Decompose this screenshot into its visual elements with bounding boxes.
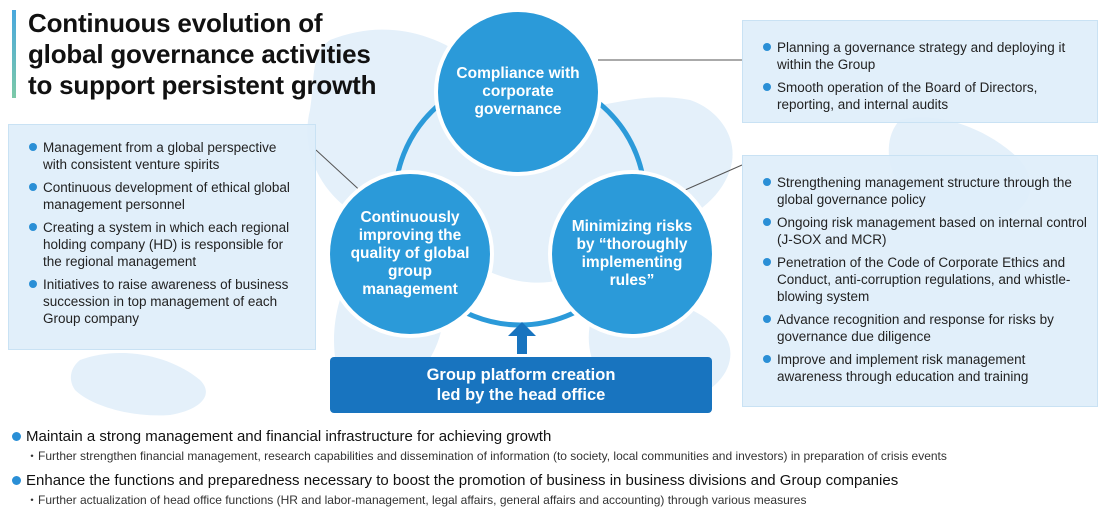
bullet-icon — [763, 83, 771, 91]
title-line-3: to support persistent growth — [28, 70, 377, 100]
title-accent-bar — [12, 10, 16, 98]
bullet-icon — [763, 43, 771, 51]
bullet-icon — [12, 476, 21, 485]
right-panel-governance: Planning a governance strategy and deplo… — [742, 20, 1098, 123]
bullet-icon — [763, 315, 771, 323]
bullet-icon — [763, 355, 771, 363]
list-item: Continuous development of ethical global… — [29, 179, 303, 213]
title-line-1: Continuous evolution of — [28, 8, 323, 38]
bullet-icon — [29, 223, 37, 231]
list-item: Smooth operation of the Board of Directo… — [763, 79, 1087, 113]
bottom-item-main: Maintain a strong management and financi… — [26, 428, 552, 445]
bullet-icon — [29, 280, 37, 288]
bottom-item-sub: ・Further actualization of head office fu… — [26, 493, 807, 507]
title-line-2: global governance activities — [28, 39, 371, 69]
bullet-icon — [29, 143, 37, 151]
page-title: Continuous evolution of global governanc… — [28, 8, 376, 101]
right-panel-risks: Strengthening management structure throu… — [742, 155, 1098, 407]
list-item: Strengthening management structure throu… — [763, 174, 1087, 208]
group-platform-box: Group platform creation led by the head … — [330, 357, 712, 413]
bottom-item-functions: Enhance the functions and preparedness n… — [12, 472, 898, 508]
circle-compliance-label: Compliance with corporate governance — [456, 65, 580, 118]
circle-risks-label: Minimizing risks by “thoroughly implemen… — [571, 218, 693, 289]
bullet-icon — [763, 258, 771, 266]
list-item: Creating a system in which each regional… — [29, 219, 303, 270]
bottom-item-financial: Maintain a strong management and financi… — [12, 428, 947, 464]
bottom-item-sub: ・Further strengthen financial management… — [26, 449, 947, 463]
list-item: Planning a governance strategy and deplo… — [763, 39, 1087, 73]
platform-line-1: Group platform creation — [426, 366, 616, 384]
circle-quality-label: Continuously improving the quality of gl… — [350, 209, 470, 298]
bullet-icon — [763, 178, 771, 186]
list-item: Management from a global perspective wit… — [29, 139, 303, 173]
circle-compliance: Compliance with corporate governance — [438, 12, 598, 172]
bullet-icon — [29, 183, 37, 191]
circle-quality-management: Continuously improving the quality of gl… — [330, 174, 490, 334]
bullet-icon — [12, 432, 21, 441]
list-item: Ongoing risk management based on interna… — [763, 214, 1087, 248]
bullet-icon — [763, 218, 771, 226]
list-item: Improve and implement risk management aw… — [763, 351, 1087, 385]
up-arrow-icon — [508, 322, 536, 354]
list-item: Advance recognition and response for ris… — [763, 311, 1087, 345]
left-panel-management: Management from a global perspective wit… — [8, 124, 316, 350]
circle-minimizing-risks: Minimizing risks by “thoroughly implemen… — [552, 174, 712, 334]
platform-line-2: led by the head office — [436, 386, 606, 404]
bottom-item-main: Enhance the functions and preparedness n… — [26, 472, 899, 489]
list-item: Penetration of the Code of Corporate Eth… — [763, 254, 1087, 305]
list-item: Initiatives to raise awareness of busine… — [29, 276, 303, 327]
